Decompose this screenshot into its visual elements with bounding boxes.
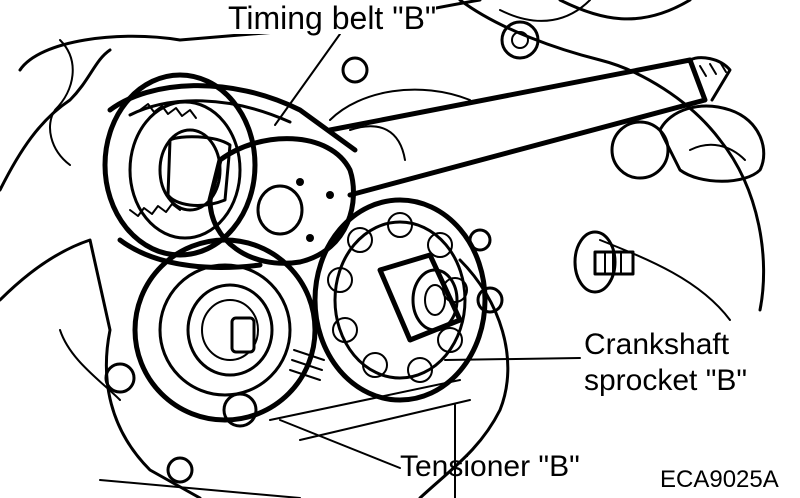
label-crankshaft-line1: Crankshaft bbox=[584, 328, 730, 361]
leader-crankshaft bbox=[444, 357, 581, 361]
hand-grip bbox=[658, 104, 766, 183]
timing-belt-b bbox=[107, 83, 358, 270]
label-timing-belt: Timing belt "B" bbox=[228, 0, 437, 36]
label-tensioner: Tensioner "B" bbox=[400, 450, 580, 483]
label-crankshaft-line2: sprocket "B" bbox=[584, 364, 748, 397]
stud-bolt bbox=[573, 230, 635, 294]
leader-lines bbox=[274, 33, 581, 498]
engine-block bbox=[0, 0, 766, 498]
leader-timing-belt bbox=[274, 33, 341, 126]
crankshaft-sprocket-b bbox=[312, 197, 488, 403]
wrench-tool bbox=[166, 56, 732, 266]
leader-tensioner bbox=[279, 419, 401, 469]
figure-code: ECA9025A bbox=[660, 466, 779, 493]
